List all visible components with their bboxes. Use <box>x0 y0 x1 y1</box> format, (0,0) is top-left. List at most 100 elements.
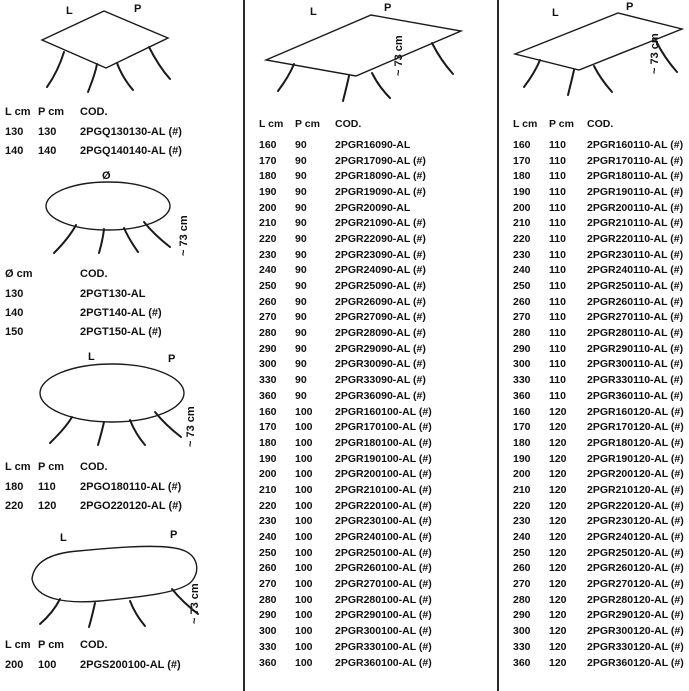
table-cell: 120 <box>549 656 567 669</box>
column-header: L cm <box>259 118 284 130</box>
table-cell: 100 <box>295 499 313 512</box>
table-cell: 250 <box>259 280 277 293</box>
table-cell: 110 <box>549 217 566 230</box>
table-cell: 2PGS200100-AL (#) <box>80 658 181 671</box>
table-cell: 150 <box>5 325 24 338</box>
column-header: P cm <box>38 639 65 651</box>
table-cell: 200 <box>513 201 531 214</box>
table-cell: 2PGR160110-AL (#) <box>587 138 684 151</box>
table-cell: 90 <box>295 154 307 167</box>
table-cell: 260 <box>259 562 277 575</box>
column-header: P cm <box>295 118 320 130</box>
table-cell: 2PGR170110-AL (#) <box>587 154 684 167</box>
table-cell: 280 <box>513 327 531 340</box>
table-leg <box>593 65 613 93</box>
table-cell: 90 <box>295 232 307 245</box>
table-cell: 2PGR36090-AL (#) <box>335 389 426 402</box>
table-cell: 280 <box>259 327 277 340</box>
column-header: P cm <box>549 118 574 130</box>
table-cell: 120 <box>549 436 567 449</box>
table-cell: 230 <box>259 515 277 528</box>
table-cell: 120 <box>549 578 567 591</box>
height-label: ~ 73 cm <box>189 583 201 624</box>
table-cell: 2PGR300100-AL (#) <box>335 625 432 638</box>
table-leg <box>523 59 541 88</box>
table-cell: 170 <box>513 154 531 167</box>
table-cell: 2PGO220120-AL (#) <box>80 499 182 512</box>
table-cell: 360 <box>513 389 531 402</box>
table-cell: 240 <box>259 264 277 277</box>
table-top <box>45 181 171 231</box>
table-cell: 300 <box>259 358 277 371</box>
table-cell: 2PGR280120-AL (#) <box>587 593 684 606</box>
table-cell: 280 <box>513 593 531 606</box>
table-cell: 100 <box>295 593 313 606</box>
table-cell: 290 <box>513 342 531 355</box>
table-top <box>263 14 464 77</box>
table-cell: 200 <box>513 468 531 481</box>
table-cell: 2PGR200120-AL (#) <box>587 468 684 481</box>
table-cell: 300 <box>513 625 531 638</box>
table-cell: 2PGR220120-AL (#) <box>587 499 684 512</box>
table-cell: 2PGR280110-AL (#) <box>587 327 684 340</box>
table-cell: 100 <box>38 658 57 671</box>
table-cell: 90 <box>295 374 307 387</box>
column-header: COD. <box>80 461 108 473</box>
table-cell: 2PGT150-AL (#) <box>80 325 162 338</box>
table-cell: 170 <box>513 421 531 434</box>
table-cell: 2PGR23090-AL (#) <box>335 248 426 261</box>
table-cell: 210 <box>259 483 277 496</box>
table-cell: 2PGR170100-AL (#) <box>335 421 432 434</box>
length-label: L <box>310 6 317 18</box>
table-leg <box>39 598 61 625</box>
barrel-table-drawing: L P ~ 73 cm <box>31 529 201 628</box>
table-leg <box>129 600 146 627</box>
table-cell: 160 <box>513 138 531 151</box>
table-cell: 2PGR270110-AL (#) <box>587 311 684 324</box>
table-cell: 120 <box>38 499 57 512</box>
table-cell: 110 <box>549 374 566 387</box>
table-cell: 2PGR28090-AL (#) <box>335 327 426 340</box>
column-header: COD. <box>80 268 108 280</box>
table-cell: 90 <box>295 358 307 371</box>
table-cell: 100 <box>295 421 313 434</box>
table-cell: 120 <box>549 625 567 638</box>
table-cell: 2PGR220110-AL (#) <box>587 232 684 245</box>
table-row: 150 2PGT150-AL (#) <box>5 322 242 341</box>
table-cell: 2PGR17090-AL (#) <box>335 154 426 167</box>
table-cell: 2PGR25090-AL (#) <box>335 280 426 293</box>
table-cell: 110 <box>549 185 566 198</box>
table-cell: 220 <box>513 499 531 512</box>
table-leg <box>97 421 105 446</box>
table-cell: 2PGR33090-AL (#) <box>335 374 426 387</box>
depth-label: P <box>170 529 177 541</box>
